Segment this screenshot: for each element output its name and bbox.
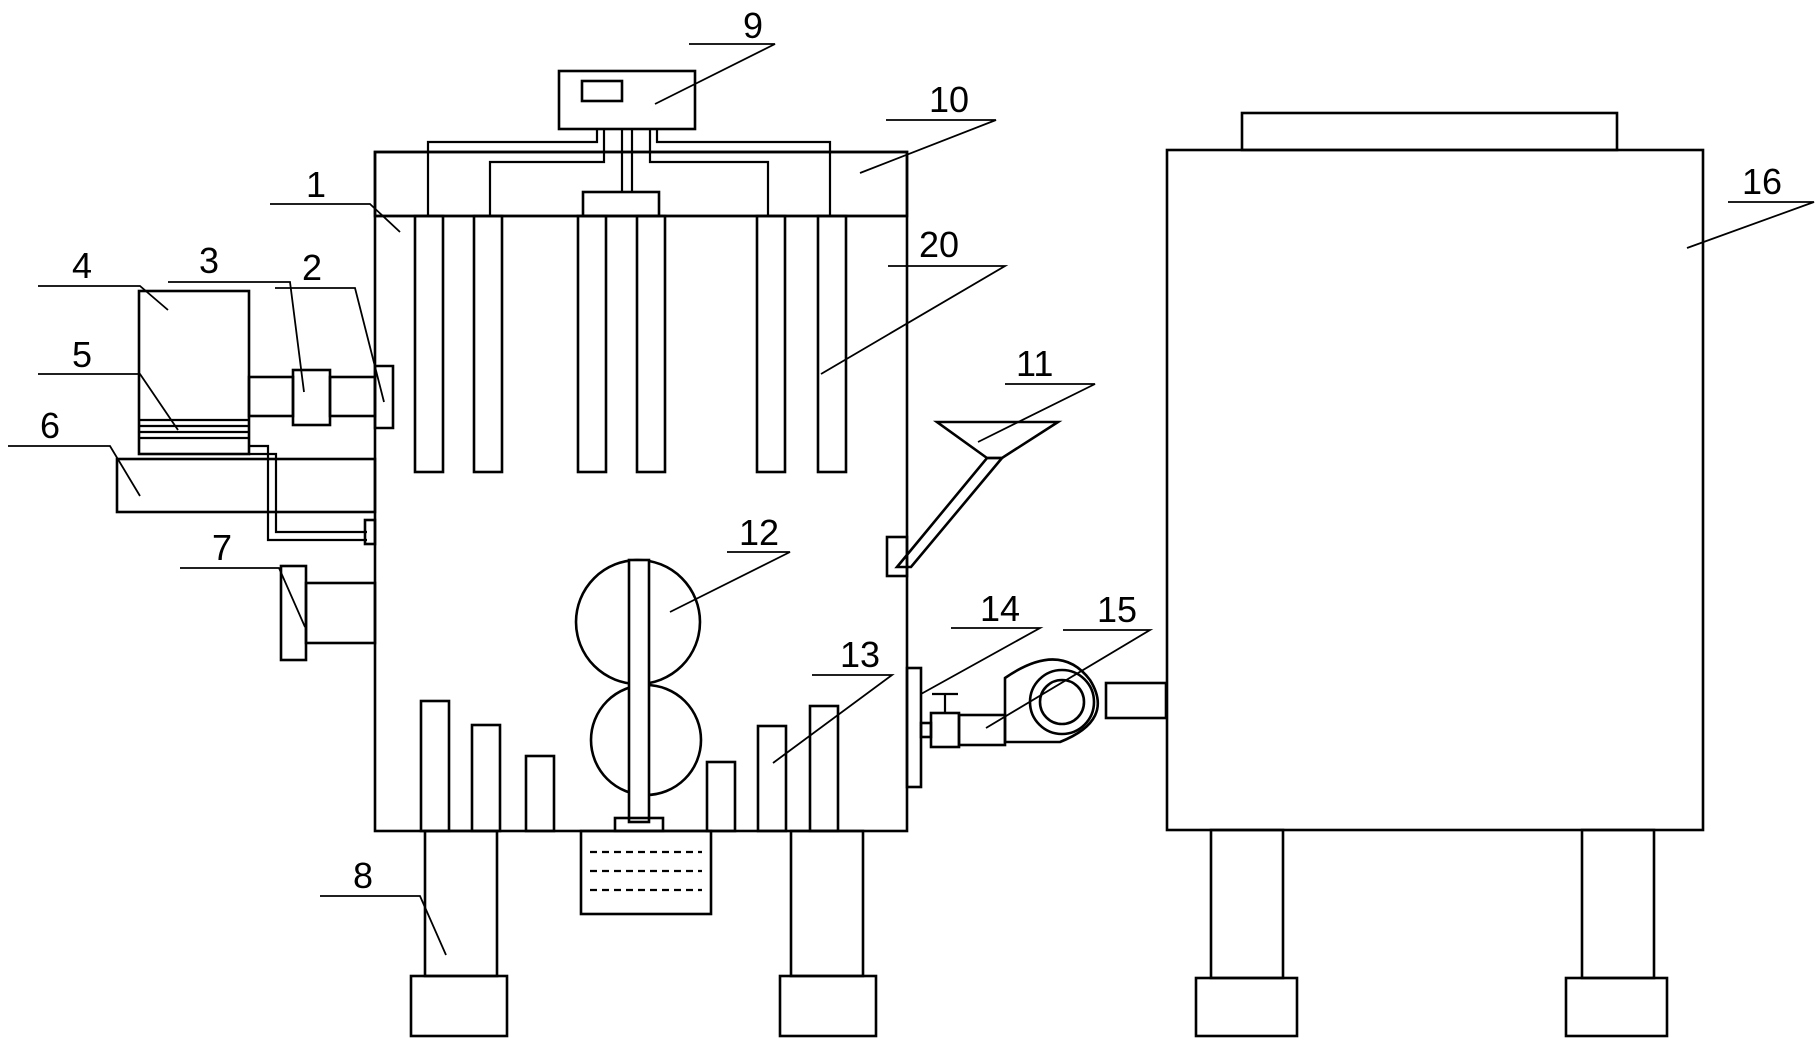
electrode-plates bbox=[413, 214, 848, 474]
bottom-baffles bbox=[419, 699, 840, 833]
label-4: 4 bbox=[72, 245, 92, 286]
label-5: 5 bbox=[72, 334, 92, 375]
label-13: 13 bbox=[840, 634, 880, 675]
label-9: 9 bbox=[743, 5, 763, 46]
tank-lid bbox=[373, 150, 909, 218]
main-tank-legs bbox=[409, 829, 878, 1038]
bottom-basket bbox=[579, 829, 713, 916]
left-equipment bbox=[115, 289, 395, 662]
label-20: 20 bbox=[919, 224, 959, 265]
label-7: 7 bbox=[212, 527, 232, 568]
controller-box bbox=[557, 69, 697, 131]
label-11: 11 bbox=[1016, 343, 1053, 384]
storage-tank bbox=[1165, 111, 1705, 832]
label-12: 12 bbox=[739, 512, 779, 553]
label-14: 14 bbox=[980, 588, 1020, 629]
label-1: 1 bbox=[306, 164, 326, 205]
storage-tank-legs bbox=[1194, 828, 1669, 1038]
label-6: 6 bbox=[40, 405, 60, 446]
feed-hopper bbox=[885, 420, 1063, 578]
labels: 9 10 1 2 3 4 5 6 7 8 12 20 11 13 14 15 1… bbox=[40, 5, 1782, 896]
label-3: 3 bbox=[199, 240, 219, 281]
outlet-valve bbox=[905, 666, 1007, 789]
stirring-paddles bbox=[574, 558, 703, 833]
label-16: 16 bbox=[1742, 161, 1782, 202]
label-8: 8 bbox=[353, 855, 373, 896]
label-15: 15 bbox=[1097, 589, 1137, 630]
transfer-pump bbox=[1003, 658, 1168, 744]
leader-lines bbox=[8, 43, 1815, 956]
label-10: 10 bbox=[929, 79, 969, 120]
label-2: 2 bbox=[302, 247, 322, 288]
controller-wiring bbox=[426, 129, 832, 218]
